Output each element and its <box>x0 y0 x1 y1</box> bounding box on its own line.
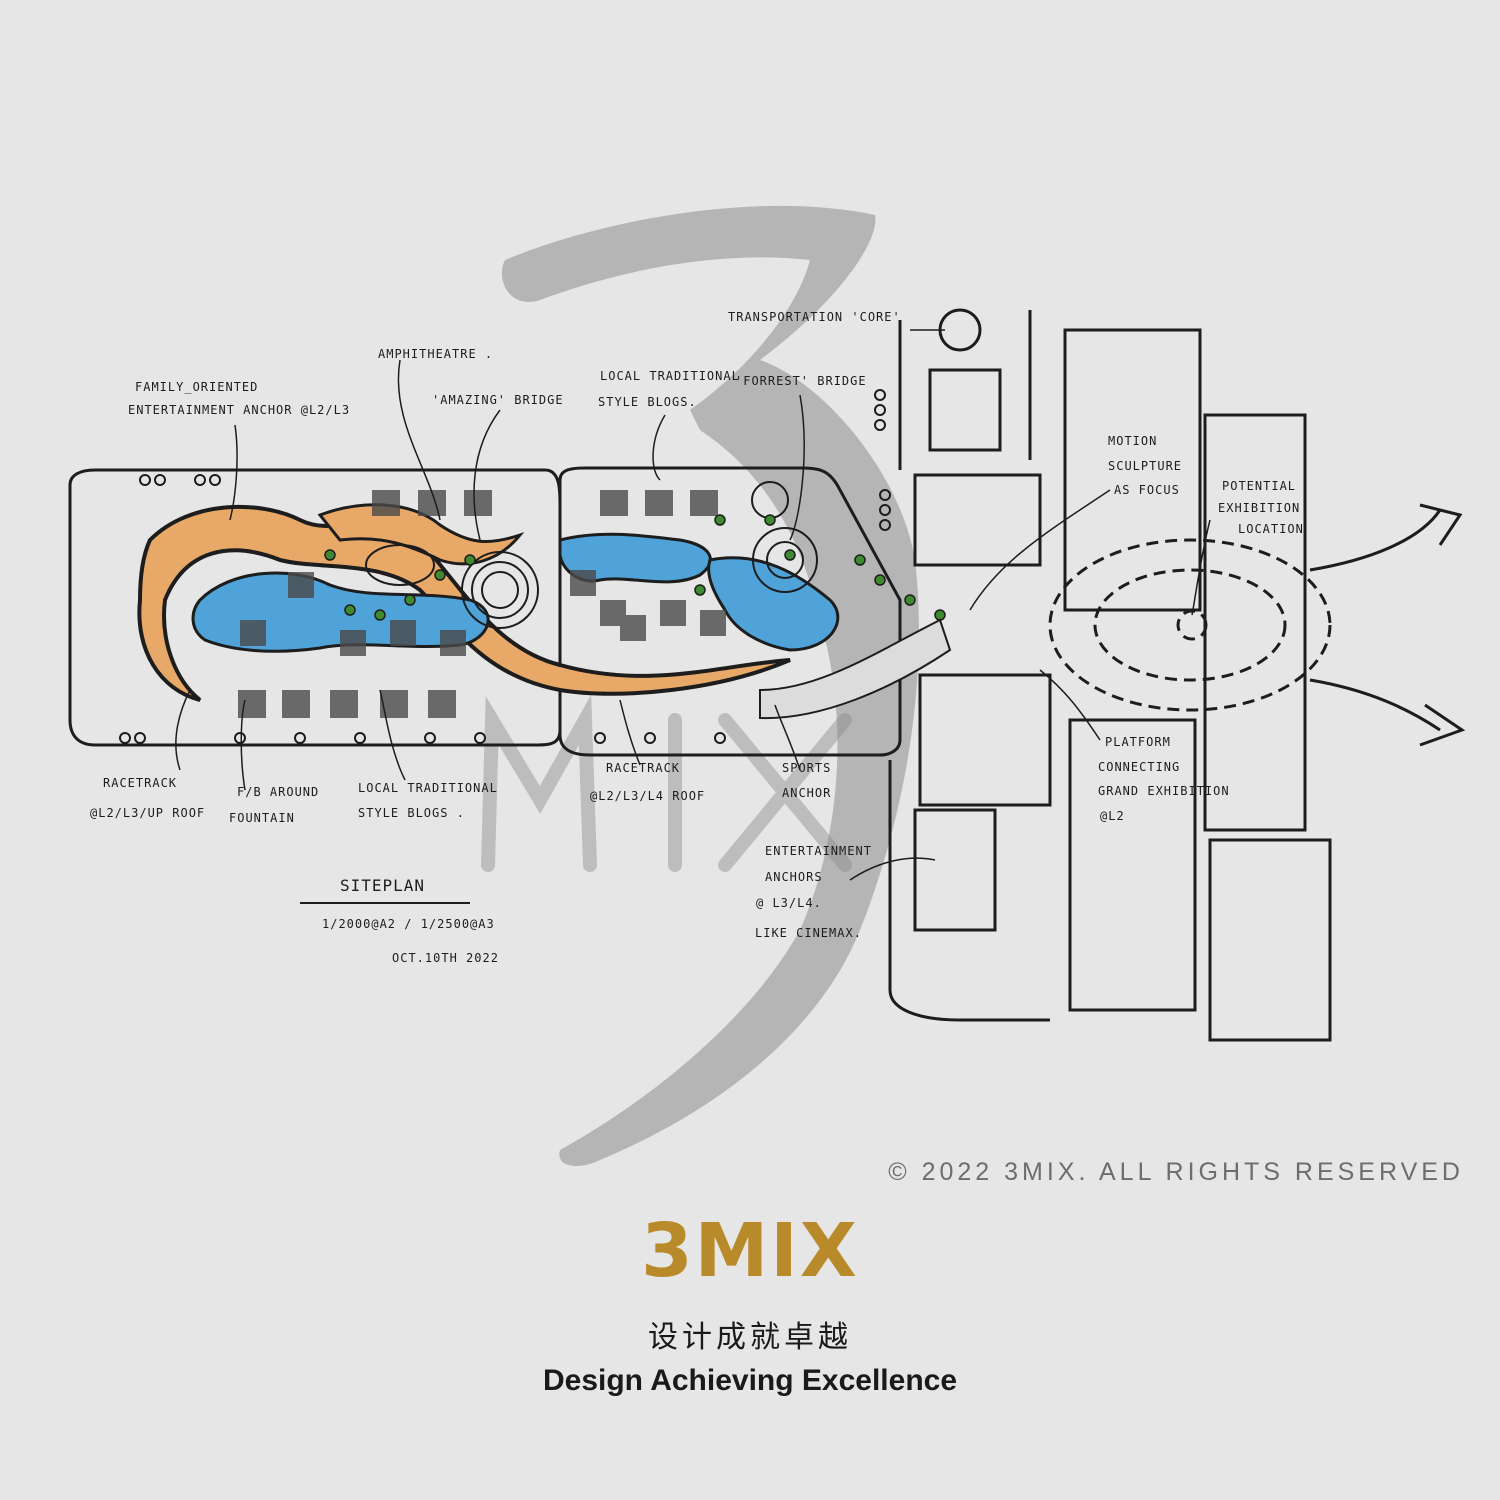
label-platform-4: @L2 <box>1100 809 1125 823</box>
label-potential-exhibition-3: LOCATION <box>1238 522 1304 536</box>
label-sports-anchor-1: SPORTS <box>782 761 831 775</box>
label-fb-fountain-1: F/B AROUND <box>237 785 319 799</box>
label-sports-anchor-2: ANCHOR <box>782 786 831 800</box>
label-family-anchor-2: ENTERTAINMENT ANCHOR @L2/L3 <box>128 403 350 417</box>
label-motion-sculpture-2: SCULPTURE <box>1108 459 1182 473</box>
label-platform-2: CONNECTING <box>1098 760 1180 774</box>
bridge-connection <box>759 618 952 720</box>
copyright-notice: © 2022 3MIX. ALL RIGHTS RESERVED <box>888 1158 1464 1186</box>
label-platform-3: GRAND EXHIBITION <box>1098 784 1230 798</box>
label-family-anchor-1: FAMILY_ORIENTED <box>135 380 258 394</box>
annotations: TRANSPORTATION 'CORE' AMPHITHEATRE . FAM… <box>90 310 1304 965</box>
tagline-english: Design Achieving Excellence <box>542 1364 958 1397</box>
watermark-mix <box>481 694 852 872</box>
label-entertainment-anchors-1: ENTERTAINMENT <box>765 844 872 858</box>
label-entertainment-anchors-3: @ L3/L4. <box>756 896 822 910</box>
brand-logo: 3MIX <box>641 1208 859 1294</box>
trees <box>324 514 946 621</box>
building-blocks <box>238 490 726 718</box>
label-forrest-bridge: 'FORREST' BRIDGE <box>735 374 867 388</box>
right-district <box>888 308 1332 1042</box>
exhibition-plaza <box>1048 538 1332 712</box>
label-local-blocks-bottom-1: LOCAL TRADITIONAL <box>358 781 498 795</box>
label-potential-exhibition-1: POTENTIAL <box>1222 479 1296 493</box>
amphitheatre <box>365 544 539 629</box>
label-amazing-bridge: 'AMAZING' BRIDGE <box>432 393 564 407</box>
label-entertainment-anchors-4: LIKE CINEMAX. <box>755 926 862 940</box>
leader-lines <box>175 329 1211 881</box>
label-racetrack-mid-2: @L2/L3/L4 ROOF <box>590 789 705 803</box>
label-motion-sculpture-1: MOTION <box>1108 434 1157 448</box>
label-entertainment-anchors-2: ANCHORS <box>765 870 823 884</box>
label-racetrack-left-2: @L2/L3/UP ROOF <box>90 806 205 820</box>
label-transportation-core: TRANSPORTATION 'CORE' <box>728 310 901 324</box>
site-plan-date: OCT.10TH 2022 <box>392 951 499 965</box>
label-amphitheatre: AMPHITHEATRE . <box>378 347 493 361</box>
watermark-3 <box>501 205 919 1166</box>
label-local-blocks-top-2: STYLE BLOGS. <box>598 395 697 409</box>
site-plan-scale: 1/2000@A2 / 1/2500@A3 <box>322 917 495 931</box>
label-racetrack-left-1: RACETRACK <box>103 776 177 790</box>
label-potential-exhibition-2: EXHIBITION <box>1218 501 1300 515</box>
edge-trees <box>119 389 891 744</box>
label-local-blocks-top-1: LOCAL TRADITIONAL <box>600 369 740 383</box>
label-motion-sculpture-3: AS FOCUS <box>1114 483 1180 497</box>
label-fb-fountain-2: FOUNTAIN <box>229 811 295 825</box>
tagline-chinese: 设计成就卓越 <box>648 1320 852 1355</box>
exhibition-arrows <box>1309 503 1466 747</box>
label-platform-1: PLATFORM <box>1105 735 1171 749</box>
label-local-blocks-bottom-2: STYLE BLOGS . <box>358 806 465 820</box>
label-racetrack-mid-1: RACETRACK <box>606 761 680 775</box>
site-plan-title: SITEPLAN <box>340 876 425 895</box>
